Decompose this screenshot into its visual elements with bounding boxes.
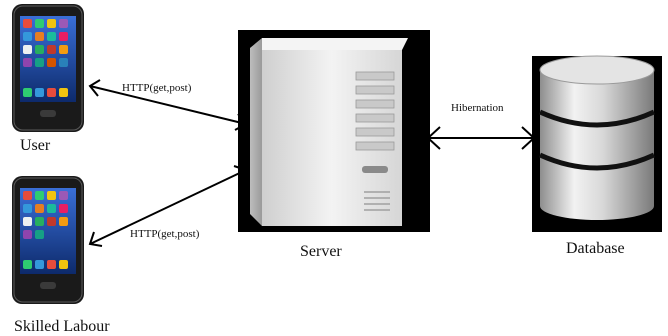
database-label: Database: [566, 240, 625, 257]
database-cylinder-icon: [532, 55, 662, 232]
server-label: Server: [300, 243, 342, 260]
server-tower-icon: [238, 30, 430, 232]
user-label: User: [20, 137, 51, 154]
skilled-server-arrow: [88, 165, 248, 247]
user-phone-icon: [12, 4, 84, 132]
user-server-arrow: [88, 79, 248, 131]
server-database-arrow: [426, 126, 536, 150]
skilled-labour-label: Skilled Labour: [14, 318, 110, 335]
skilled-server-edge-label: HTTP(get,post): [130, 228, 200, 240]
user-server-edge-label: HTTP(get,post): [122, 82, 192, 94]
server-database-edge-label: Hibernation: [451, 102, 504, 114]
skilled-labour-phone-icon: [12, 176, 84, 304]
